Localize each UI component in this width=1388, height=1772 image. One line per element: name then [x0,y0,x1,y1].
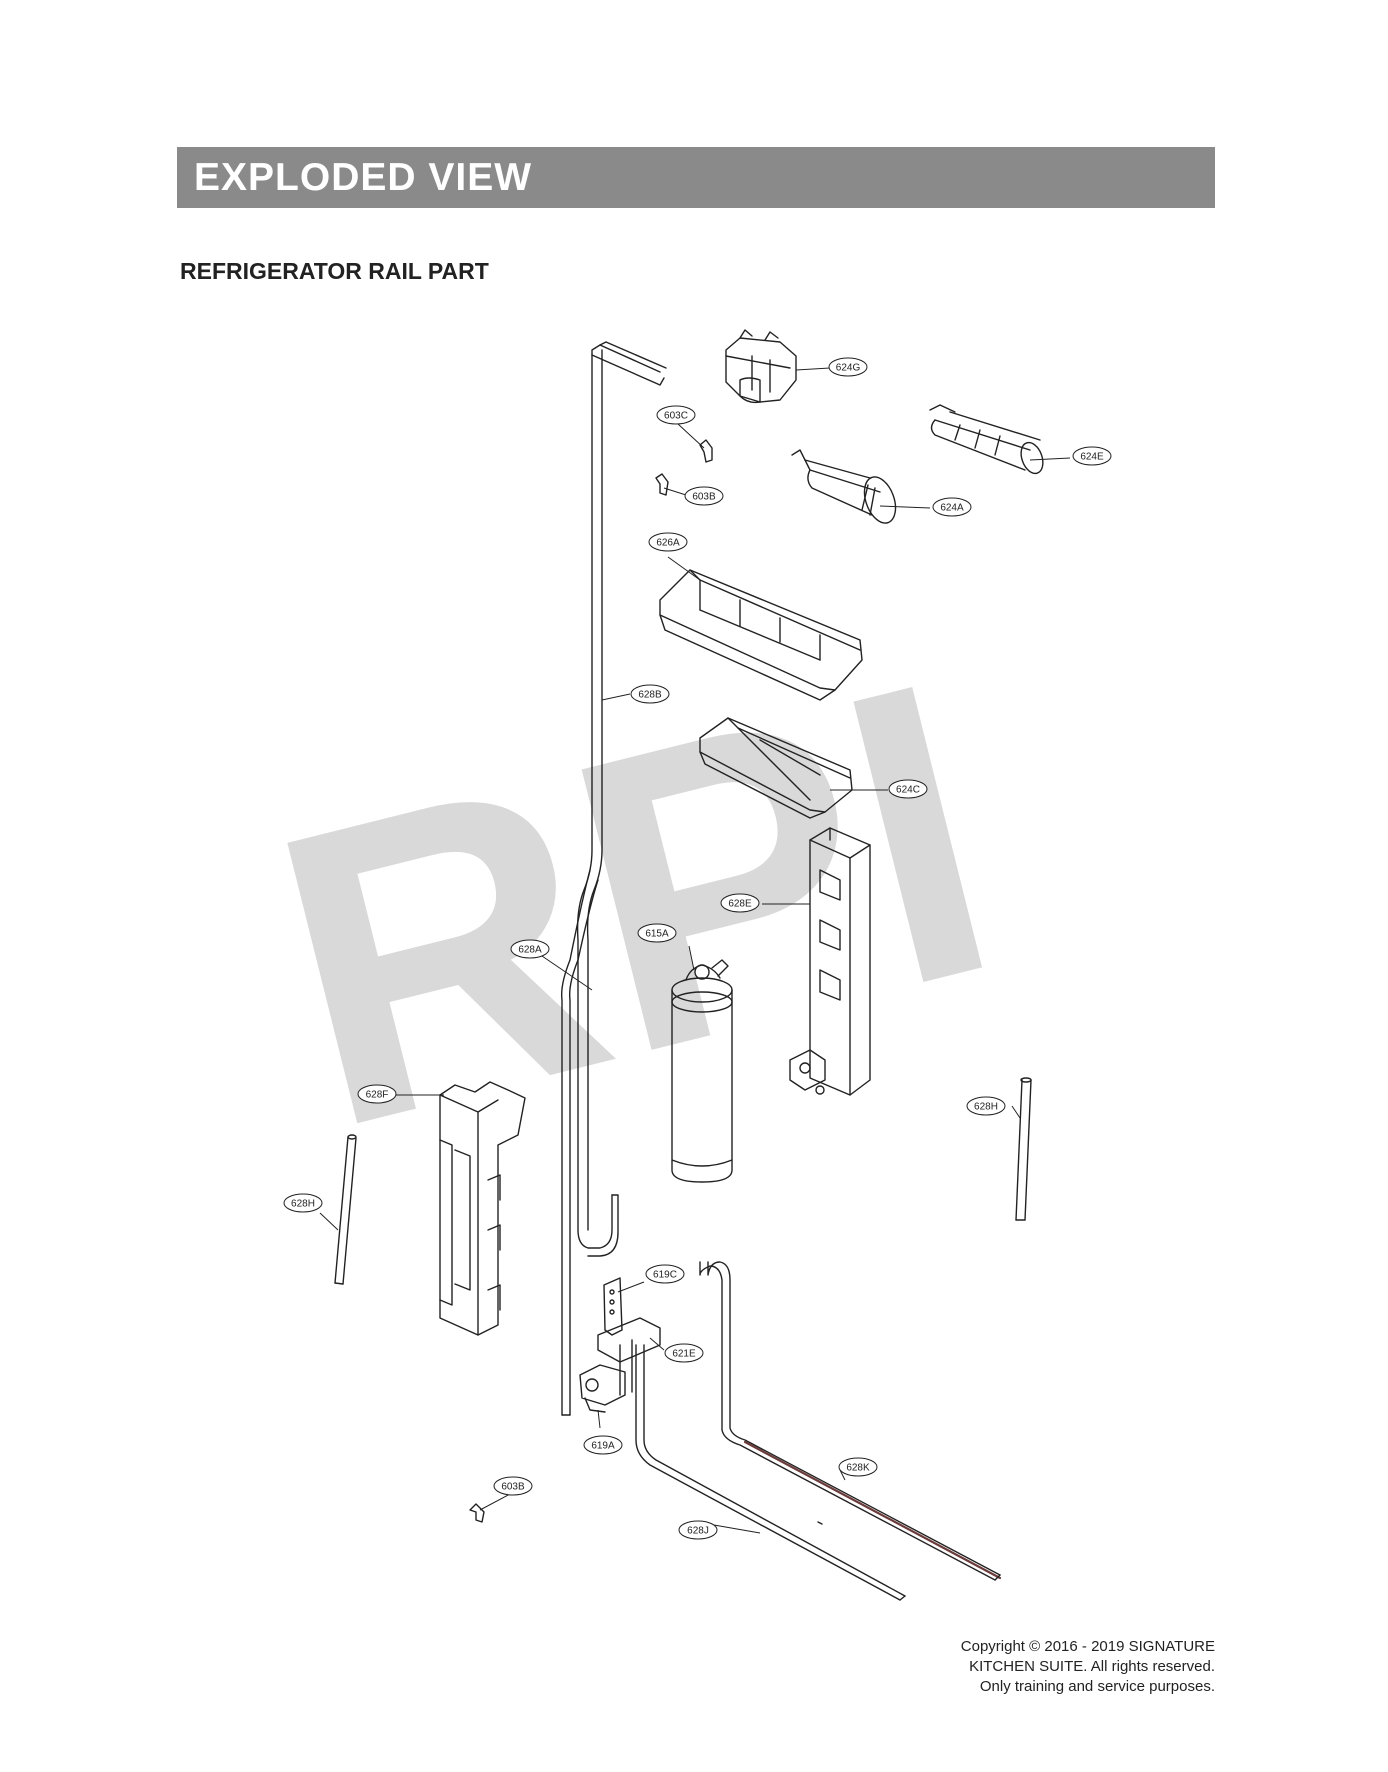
svg-text:624C: 624C [896,785,920,796]
callout-628a: 628A [510,939,550,959]
callout-628h-left: 628H [283,1193,323,1213]
part-603b-upper [655,473,669,496]
callout-628k: 628K [838,1457,878,1477]
part-619-assembly [579,1277,661,1413]
callout-619c: 619C [645,1264,685,1284]
part-628h-right [1015,1077,1032,1221]
svg-text:615A: 615A [645,929,669,940]
svg-text:619A: 619A [591,1441,615,1452]
svg-text:628E: 628E [728,899,752,910]
part-624a [791,449,897,524]
callout-624g: 624G [828,357,868,377]
callout-626a: 626A [648,532,688,552]
svg-text:603B: 603B [692,492,716,503]
svg-text:624G: 624G [836,363,861,374]
part-624g [725,329,797,404]
copyright-line-2: KITCHEN SUITE. All rights reserved. [969,1658,1215,1675]
part-624c [699,717,853,819]
svg-text:628F: 628F [366,1090,389,1101]
svg-text:603C: 603C [664,411,688,422]
part-603c [699,439,713,463]
copyright-line-1: Copyright © 2016 - 2019 SIGNATURE [960,1638,1215,1655]
rail-628a [560,869,599,1416]
header-banner: EXPLODED VIEW [177,147,1215,208]
svg-text:628H: 628H [974,1102,998,1113]
svg-text:621E: 621E [672,1349,696,1360]
copyright-line-3: Only training and service purposes. [979,1678,1215,1695]
callout-624a: 624A [932,497,972,517]
callout-624e: 624E [1072,446,1112,466]
callout-619a: 619A [583,1435,623,1455]
svg-text:628A: 628A [518,945,542,956]
callout-628j: 628J [678,1520,718,1540]
callout-621e: 621E [664,1343,704,1363]
callout-603b-upper: 603B [684,486,724,506]
callout-603b-lower: 603B [493,1476,533,1496]
svg-text:628B: 628B [638,690,662,701]
part-603b-lower [469,1503,485,1523]
callout-628b: 628B [630,684,670,704]
part-615a [671,959,733,1183]
section-title: REFRIGERATOR RAIL PART [180,258,489,284]
svg-text:628H: 628H [291,1199,315,1210]
callout-615a: 615A [637,923,677,943]
svg-text:624E: 624E [1080,452,1104,463]
svg-text:628K: 628K [846,1463,870,1474]
part-628k [699,1261,1002,1581]
watermark-text: RPI [238,593,1031,1217]
copyright-notice: Copyright © 2016 - 2019 SIGNATURE KITCHE… [961,1637,1215,1697]
part-628f [439,1081,526,1336]
callout-628h-right: 628H [966,1096,1006,1116]
part-628h-left [334,1134,357,1285]
svg-text:603B: 603B [501,1482,525,1493]
svg-text:626A: 626A [656,538,680,549]
svg-text:624A: 624A [940,503,964,514]
callout-628f: 628F [357,1084,397,1104]
part-628e [789,827,871,1096]
svg-text:619C: 619C [653,1270,677,1281]
callout-628e: 628E [720,893,760,913]
part-624e [929,404,1044,475]
page-title: EXPLODED VIEW [194,155,533,199]
callout-624c: 624C [888,779,928,799]
svg-text:628J: 628J [687,1526,709,1537]
part-626a [659,569,863,701]
part-628j [635,1344,906,1601]
callout-603c: 603C [656,405,696,425]
